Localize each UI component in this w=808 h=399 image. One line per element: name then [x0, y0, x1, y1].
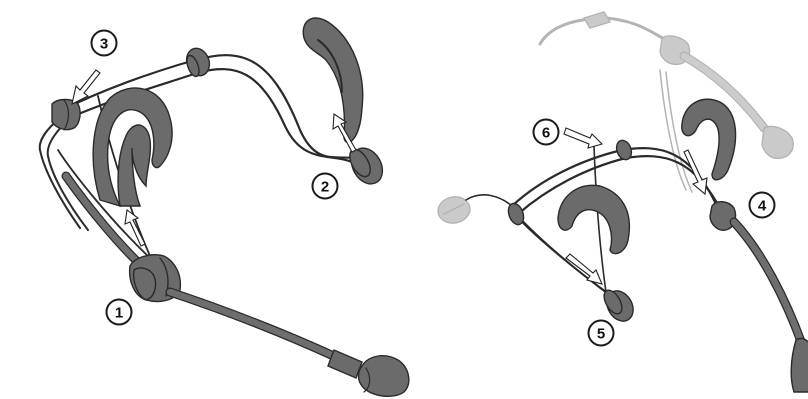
right-front-clip — [507, 202, 525, 226]
right-front-ear-pad — [603, 289, 634, 322]
left-rear-pad — [185, 47, 211, 78]
right-middle-ear-hook — [557, 184, 630, 255]
left-microphone — [357, 355, 410, 397]
callout-4: 4 — [748, 191, 776, 219]
right-rear-ear-hook — [681, 98, 737, 181]
right-side-ear-pad — [349, 147, 384, 185]
arrow-to-ear-hook-1 — [124, 209, 146, 247]
callout-3: 3 — [90, 29, 118, 57]
right-boom — [729, 217, 808, 393]
callout-2: 2 — [311, 172, 339, 200]
ghost-headset — [538, 11, 794, 193]
ghost-ear-pad — [437, 196, 471, 224]
left-headband-slider — [51, 98, 81, 131]
svg-text:1: 1 — [115, 305, 123, 322]
callout-5: 5 — [587, 319, 615, 347]
callout-3-arrow — [71, 69, 101, 106]
svg-text:5: 5 — [597, 326, 605, 343]
arrow-to-ear-pad-5 — [565, 253, 603, 285]
arrow-to-ear-hook-2 — [332, 113, 357, 153]
left-headset — [38, 17, 410, 397]
svg-text:4: 4 — [758, 198, 767, 215]
left-ear-hook — [92, 87, 173, 208]
callout-1: 1 — [105, 298, 133, 326]
callout-6-arrow — [563, 127, 604, 149]
right-headset — [437, 11, 808, 393]
svg-text:3: 3 — [100, 36, 108, 53]
left-boom-lower — [165, 287, 363, 379]
right-headband-slider — [615, 139, 633, 161]
arrow-to-ear-hook-4 — [683, 149, 708, 196]
svg-text:2: 2 — [321, 179, 329, 196]
callout-6: 6 — [532, 118, 560, 146]
svg-text:6: 6 — [542, 125, 550, 142]
